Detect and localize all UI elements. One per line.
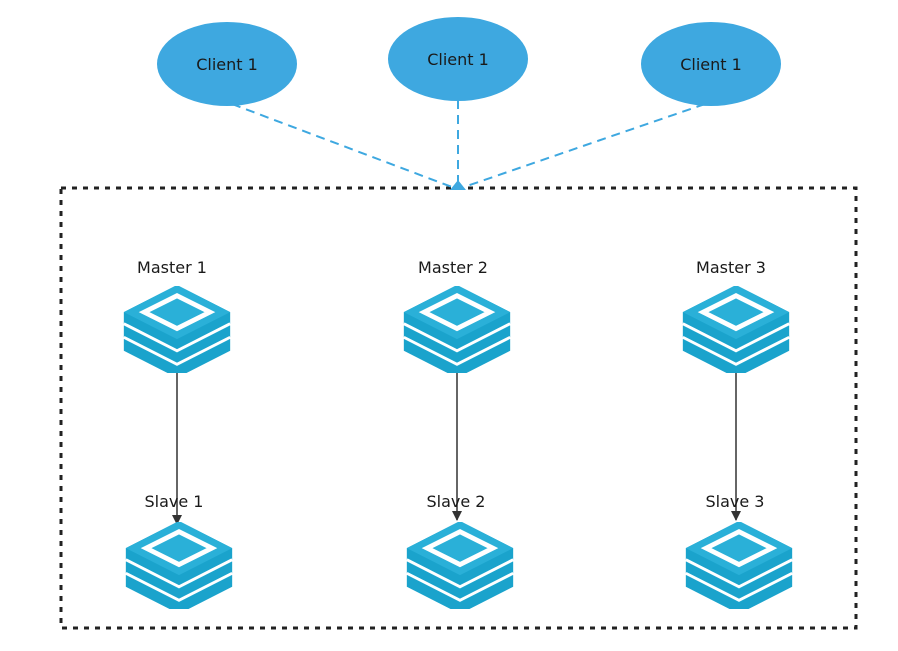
slave-label-1: Slave 1	[145, 492, 204, 511]
client-label-2: Client 1	[427, 50, 489, 69]
slave-server-icon-1	[126, 521, 232, 614]
client-label-1: Client 1	[196, 55, 258, 74]
client-node-3: Client 1	[641, 22, 781, 106]
client-node-1: Client 1	[157, 22, 297, 106]
master-label-3: Master 3	[696, 258, 766, 277]
master-server-icon-1	[124, 285, 230, 378]
slave-server-icon-2	[407, 521, 513, 614]
client-node-2: Client 1	[388, 17, 528, 101]
client-label-3: Client 1	[680, 55, 742, 74]
master-label-2: Master 2	[418, 258, 488, 277]
client-connector-3	[463, 103, 706, 188]
master-server-icon-2	[404, 285, 510, 378]
slave-server-icon-3	[686, 521, 792, 614]
slave-label-2: Slave 2	[427, 492, 486, 511]
master-server-icon-3	[683, 285, 789, 378]
master-label-1: Master 1	[137, 258, 207, 277]
connector-arrowhead-icon	[450, 180, 466, 190]
slave-label-3: Slave 3	[706, 492, 765, 511]
client-connector-1	[231, 103, 453, 188]
